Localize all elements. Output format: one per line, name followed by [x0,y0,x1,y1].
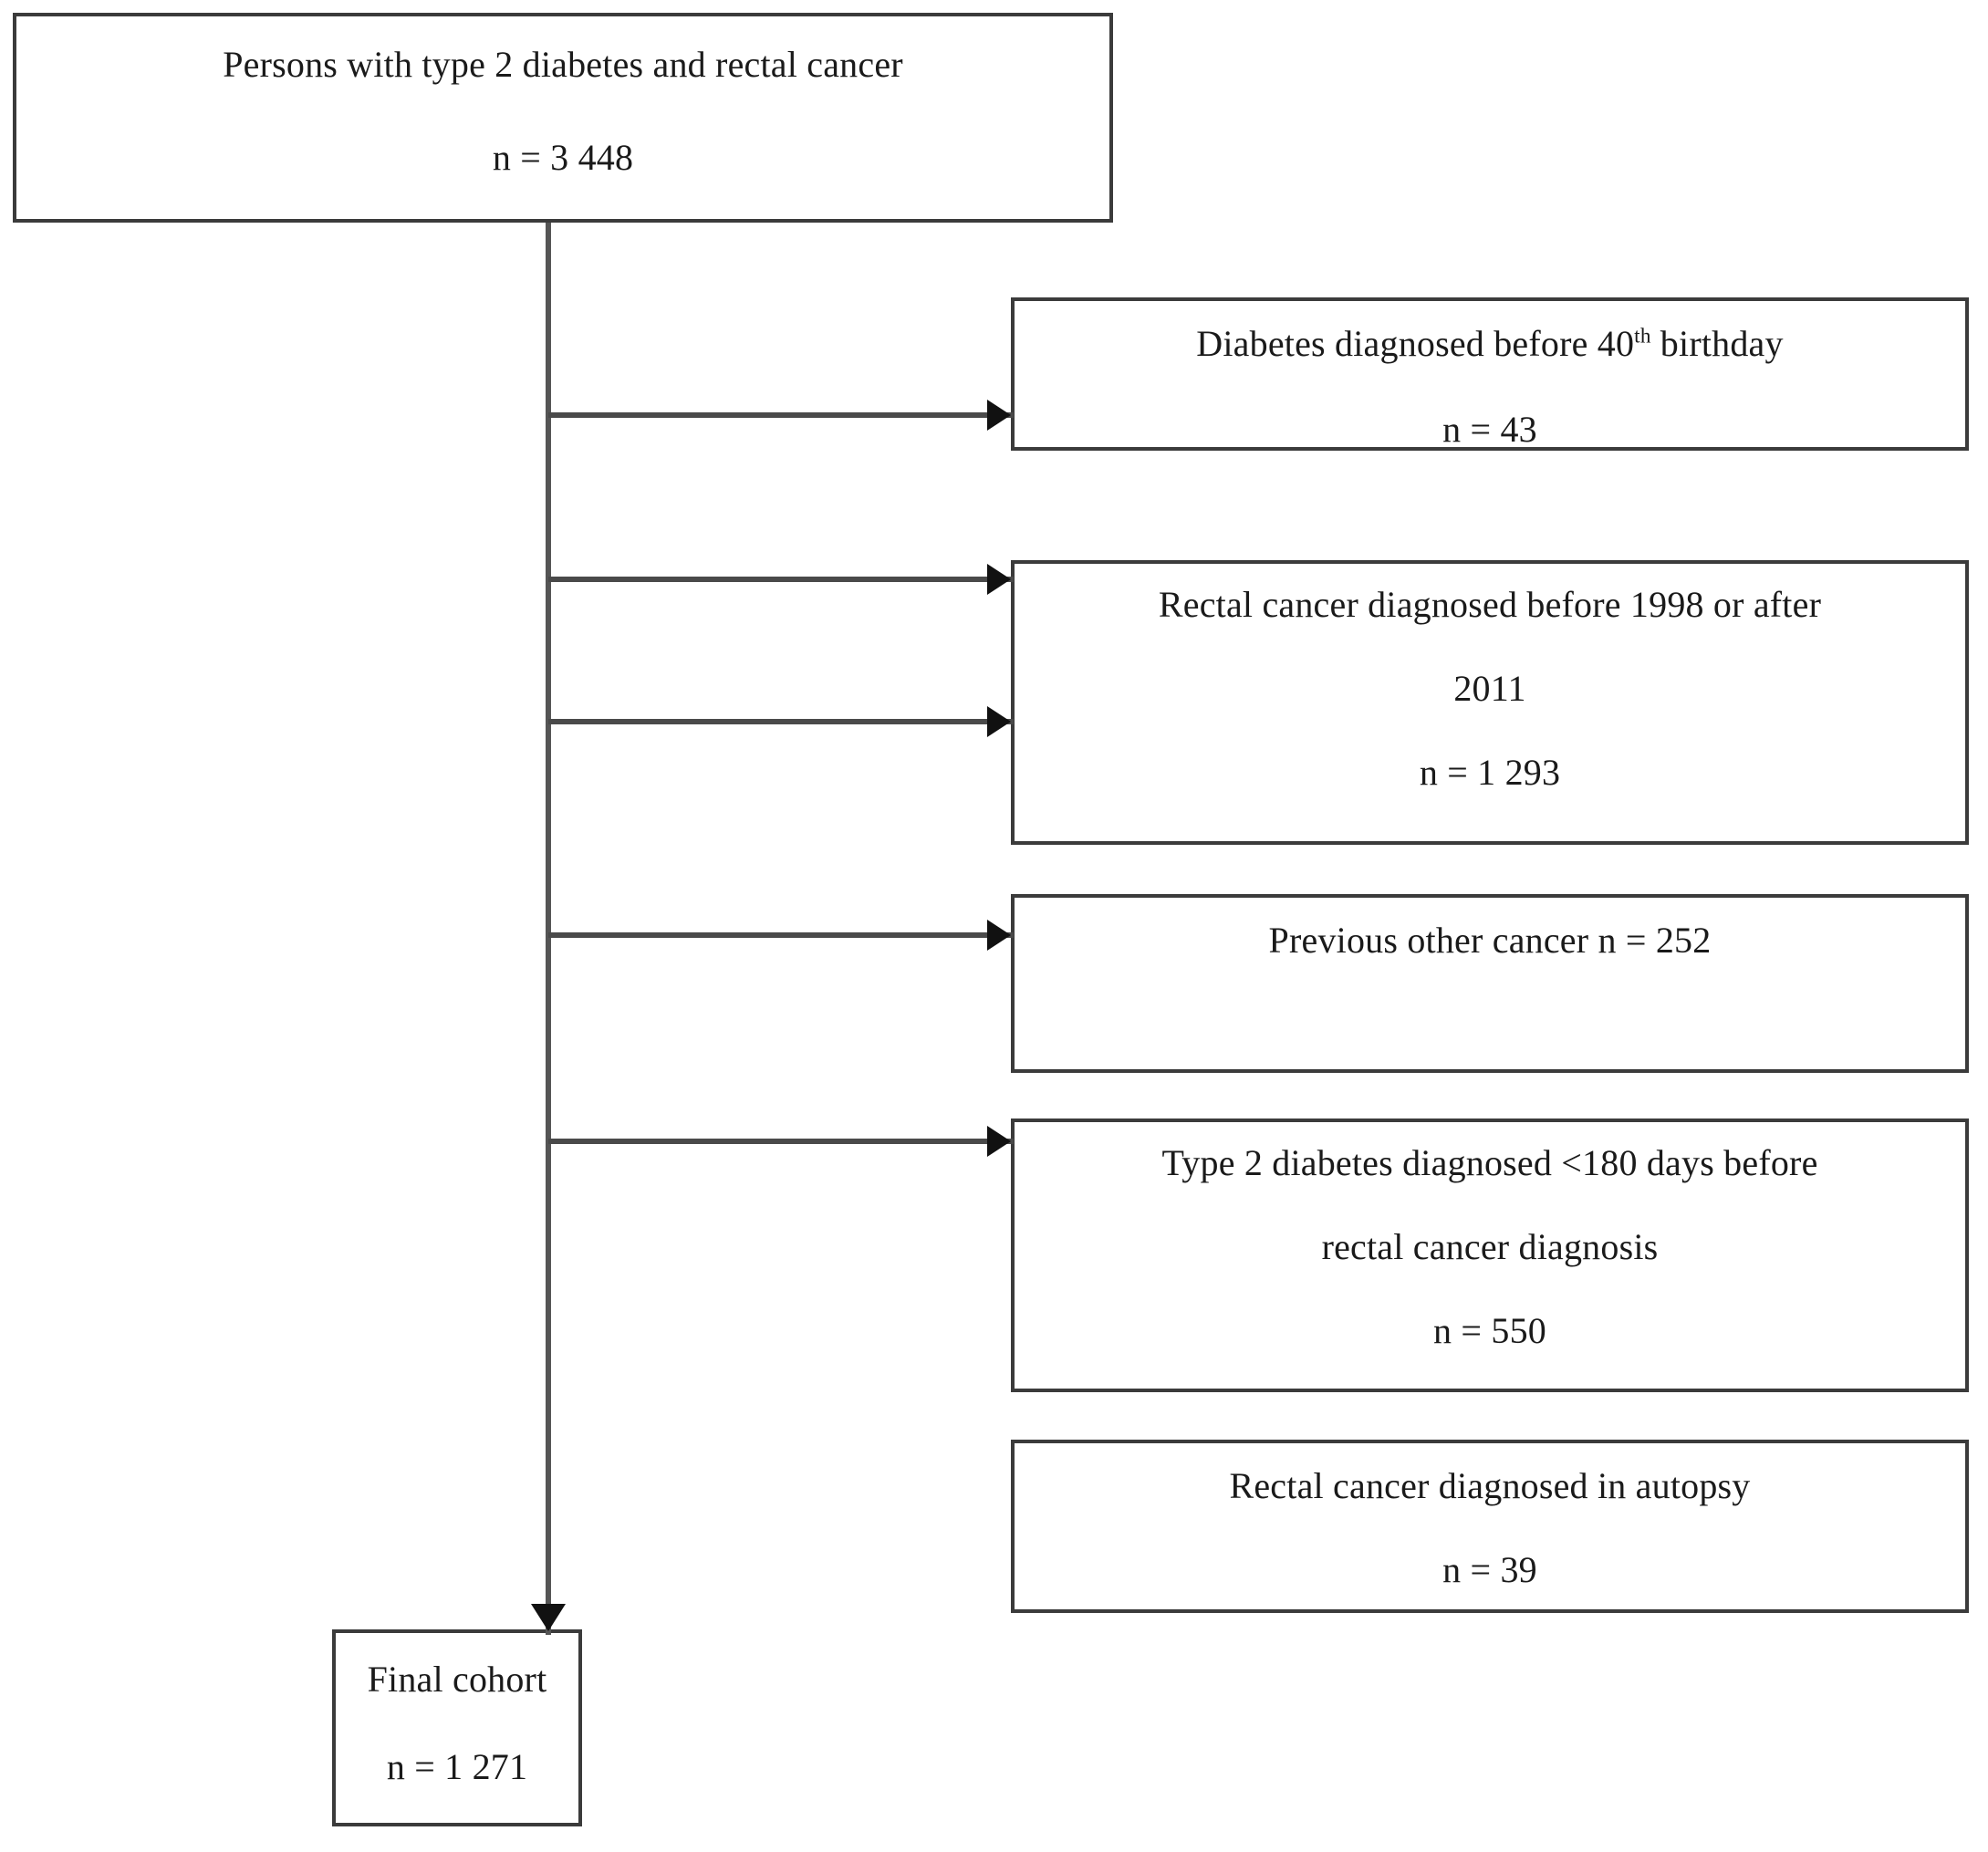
connector-to-exclusion-0 [548,412,1014,418]
exclusion-label-previous-other-cancer: Previous other cancer n = 252 [1268,920,1712,961]
main-vertical-connector [546,223,551,1635]
arrowhead-down-icon-final [531,1604,566,1631]
exclusion-count-diabetes-within-180-days: n = 550 [1433,1310,1546,1351]
exclusion-box-autopsy-diagnosis: Rectal cancer diagnosed in autopsy n = 3… [1008,1437,1972,1616]
exclusion-box-rectal-cancer-date-range: Rectal cancer diagnosed before 1998 or a… [1008,557,1972,848]
arrowhead-right-icon-0 [987,400,1011,431]
final-cohort-title: Final cohort [367,1659,547,1700]
exclusion-label-rectal-cancer-date-range-line1: Rectal cancer diagnosed before 1998 or a… [1158,584,1822,625]
arrowhead-right-icon-1 [987,564,1011,595]
arrowhead-right-icon-4 [987,1126,1011,1157]
arrowhead-right-icon-3 [987,920,1011,951]
exclusion-label-autopsy-diagnosis: Rectal cancer diagnosed in autopsy [1229,1465,1751,1506]
final-cohort-count: n = 1 271 [386,1746,528,1787]
exclusion-box-previous-other-cancer: Previous other cancer n = 252 [1008,891,1972,1076]
ordinal-suffix: th [1634,324,1651,349]
source-cohort-title: Persons with type 2 diabetes and rectal … [223,44,903,85]
exclusion-box-diabetes-within-180-days: Type 2 diabetes diagnosed <180 days befo… [1008,1116,1972,1395]
exclusion-text-post: birthday [1650,323,1784,364]
exclusion-label-diabetes-before-40: Diabetes diagnosed before 40th birthday [1196,323,1783,365]
exclusion-label-rectal-cancer-date-range-line2: 2011 [1453,668,1526,709]
exclusion-label-diabetes-within-180-days-line1: Type 2 diabetes diagnosed <180 days befo… [1161,1142,1818,1183]
connector-to-exclusion-2 [548,719,1014,724]
exclusion-count-autopsy-diagnosis: n = 39 [1442,1549,1537,1590]
exclusion-text-pre: Diabetes diagnosed before 40 [1196,323,1635,364]
source-cohort-count: n = 3 448 [492,137,634,178]
exclusion-count-rectal-cancer-date-range: n = 1 293 [1419,752,1561,793]
exclusion-label-diabetes-within-180-days-line2: rectal cancer diagnosis [1321,1226,1659,1267]
final-cohort-box: Final cohort n = 1 271 [329,1627,585,1829]
source-cohort-box: Persons with type 2 diabetes and rectal … [10,10,1116,225]
exclusion-count-diabetes-before-40: n = 43 [1442,409,1537,450]
arrowhead-right-icon-2 [987,706,1011,737]
connector-to-exclusion-4 [548,1139,1014,1144]
connector-to-exclusion-3 [548,932,1014,938]
connector-to-exclusion-1 [548,577,1014,582]
exclusion-box-diabetes-before-40: Diabetes diagnosed before 40th birthday … [1008,295,1972,453]
